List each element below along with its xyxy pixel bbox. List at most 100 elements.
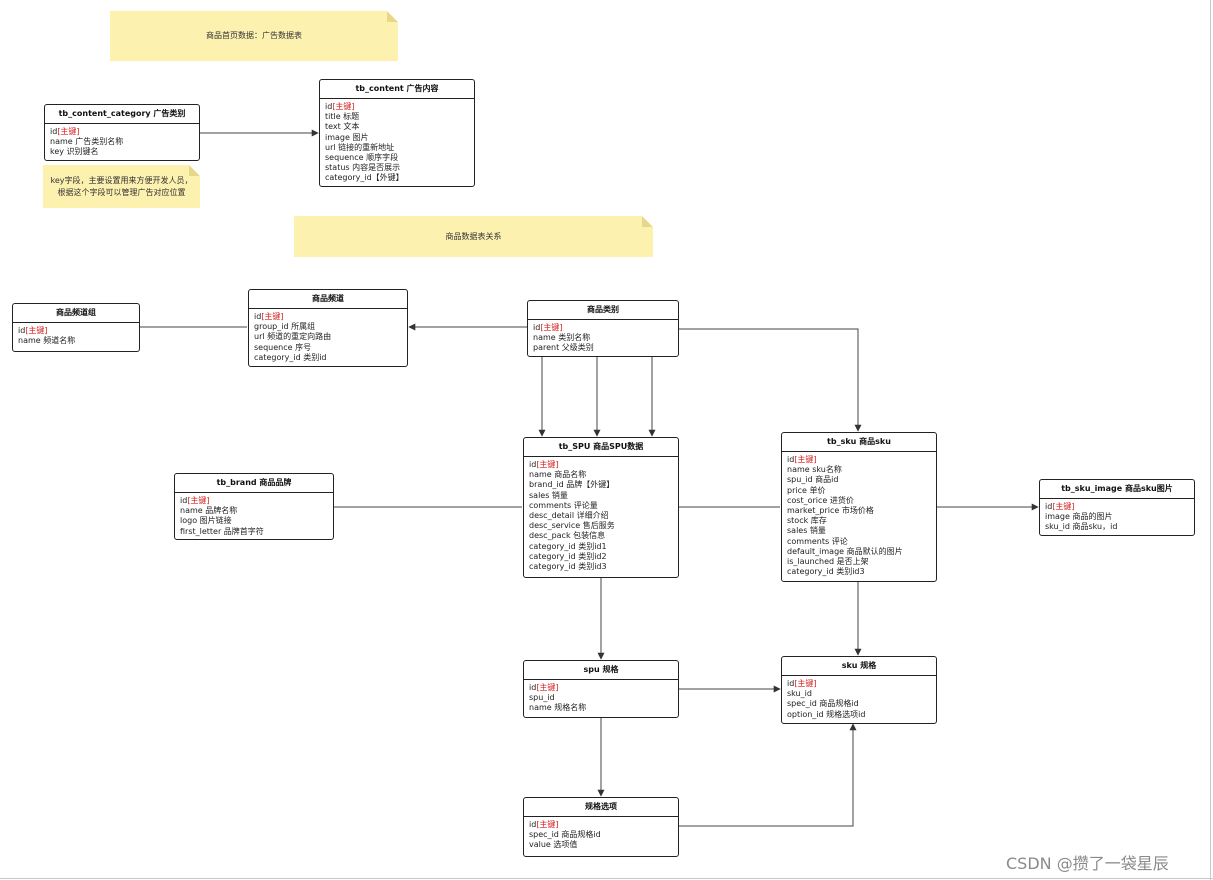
field-name: cost_orice 进货价 bbox=[787, 495, 854, 505]
field-name: id bbox=[787, 679, 795, 688]
field-row: url 链接的重新地址 bbox=[325, 143, 469, 153]
field-name: price 单价 bbox=[787, 485, 826, 495]
field-name: id bbox=[533, 323, 541, 332]
field-row: desc_detail 详细介绍 bbox=[529, 511, 673, 521]
note-key-field-text: key字段，主要设置用来方便开发人员，根据这个字段可以管理广告对应位置 bbox=[50, 175, 193, 197]
field-name: sku_id bbox=[787, 689, 812, 699]
field-name: title 标题 bbox=[325, 112, 360, 122]
note-fold bbox=[189, 165, 200, 176]
entity-content-category[interactable]: tb_content_category 广告类别 id[主键]name 广告类别… bbox=[44, 104, 200, 161]
field-name: sequence 序号 bbox=[254, 342, 312, 352]
field-name: id bbox=[529, 820, 537, 829]
field-name: id bbox=[180, 496, 188, 505]
field-name: category_id 类别id2 bbox=[529, 551, 607, 561]
entity-title: 规格选项 bbox=[524, 798, 678, 817]
field-name: brand_id 品牌【外键】 bbox=[529, 480, 615, 490]
field-name: category_id 类别id3 bbox=[529, 562, 607, 572]
field-name: desc_detail 详细介绍 bbox=[529, 511, 609, 521]
primary-key-tag: [主键] bbox=[332, 102, 355, 111]
field-name: name 品牌名称 bbox=[180, 506, 238, 516]
field-name: id bbox=[1045, 502, 1053, 511]
field-name: name 商品名称 bbox=[529, 470, 587, 480]
field-name: first_letter 品牌首字符 bbox=[180, 526, 264, 536]
frame-right-border bbox=[1210, 0, 1211, 880]
field-row: category_id【外键】 bbox=[325, 173, 469, 183]
note-fold bbox=[387, 11, 398, 22]
field-name: desc_pack 包装信息 bbox=[529, 531, 606, 541]
field-name: stock 库存 bbox=[787, 516, 827, 526]
field-row: category_id 类别id1 bbox=[529, 542, 673, 552]
field-name: category_id【外键】 bbox=[325, 173, 404, 183]
field-row: spu_id bbox=[529, 693, 673, 703]
field-row: id[主键] bbox=[1045, 502, 1189, 512]
field-name: category_id 类别id bbox=[254, 352, 327, 362]
field-row: spec_id 商品规格id bbox=[787, 699, 931, 709]
field-row: sequence 序号 bbox=[254, 343, 402, 353]
field-row: market_price 市场价格 bbox=[787, 506, 931, 516]
entity-fields: id[主键]name 频道名称 bbox=[13, 323, 139, 348]
field-row: url 频道的重定向路由 bbox=[254, 332, 402, 342]
field-row: option_id 规格选项id bbox=[787, 710, 931, 720]
primary-key-tag: [主键] bbox=[794, 455, 817, 464]
primary-key-tag: [主键] bbox=[25, 326, 48, 335]
primary-key-tag: [主键] bbox=[57, 127, 80, 136]
field-row: sku_id 商品sku，id bbox=[1045, 522, 1189, 532]
field-name: id bbox=[254, 312, 262, 321]
note-ad-title-text: 商品首页数据：广告数据表 bbox=[206, 31, 302, 40]
field-row: id[主键] bbox=[254, 312, 402, 322]
field-row: price 单价 bbox=[787, 486, 931, 496]
note-key-field[interactable]: key字段，主要设置用来方便开发人员，根据这个字段可以管理广告对应位置 bbox=[43, 165, 200, 208]
field-row: first_letter 品牌首字符 bbox=[180, 527, 328, 537]
note-fold bbox=[642, 216, 653, 227]
field-row: name 类别名称 bbox=[533, 333, 673, 343]
field-name: is_launched 是否上架 bbox=[787, 557, 869, 567]
field-row: default_image 商品默认的图片 bbox=[787, 547, 931, 557]
field-row: key 识别键名 bbox=[50, 147, 194, 157]
field-row: value 选项值 bbox=[529, 840, 673, 850]
field-row: parent 父级类别 bbox=[533, 343, 673, 353]
note-goods-title[interactable]: 商品数据表关系 bbox=[294, 216, 653, 257]
field-name: spec_id 商品规格id bbox=[529, 830, 601, 840]
field-name: id bbox=[325, 102, 333, 111]
field-name: spu_id 商品id bbox=[787, 475, 839, 485]
field-row: desc_pack 包装信息 bbox=[529, 531, 673, 541]
field-row: spu_id 商品id bbox=[787, 475, 931, 485]
field-name: sales 销量 bbox=[787, 526, 826, 536]
field-name: market_price 市场价格 bbox=[787, 506, 874, 516]
field-row: logo 图片链接 bbox=[180, 516, 328, 526]
entity-title: tb_sku_image 商品sku图片 bbox=[1040, 480, 1194, 499]
field-name: comments 评论 bbox=[787, 536, 848, 546]
field-row: comments 评论 bbox=[787, 537, 931, 547]
entity-channel-group[interactable]: 商品频道组 id[主键]name 频道名称 bbox=[12, 303, 140, 352]
field-row: id[主键] bbox=[325, 102, 469, 112]
field-name: url 频道的重定向路由 bbox=[254, 332, 332, 342]
field-name: default_image 商品默认的图片 bbox=[787, 546, 903, 556]
field-row: spec_id 商品规格id bbox=[529, 830, 673, 840]
note-ad-title[interactable]: 商品首页数据：广告数据表 bbox=[110, 11, 398, 61]
field-row: name 品牌名称 bbox=[180, 506, 328, 516]
field-name: name 类别名称 bbox=[533, 333, 591, 343]
primary-key-tag: [主键] bbox=[794, 679, 817, 688]
field-name: id bbox=[529, 683, 537, 692]
field-row: id[主键] bbox=[529, 820, 673, 830]
entity-title: spu 规格 bbox=[524, 661, 678, 680]
field-name: parent 父级类别 bbox=[533, 343, 594, 353]
field-name: image 商品的图片 bbox=[1045, 512, 1113, 522]
field-row: text 文本 bbox=[325, 122, 469, 132]
